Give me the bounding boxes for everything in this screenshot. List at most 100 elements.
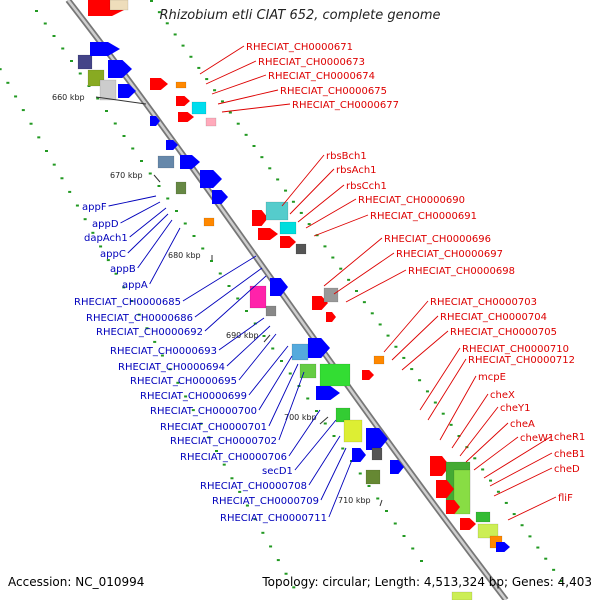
leader-line: [401, 330, 449, 371]
gene-arrow: [446, 500, 460, 514]
gene-label-forward: RHECIAT_CH0000698: [408, 266, 515, 277]
gene-label-forward: RHECIAT_CH0000673: [258, 57, 365, 68]
gc-dots: [0, 0, 563, 589]
gc-dot: [418, 379, 422, 382]
gc-dot: [261, 531, 265, 534]
gc-dot: [496, 490, 500, 493]
gene-features: [77, 0, 510, 600]
gene-label-forward: mcpE: [478, 372, 506, 383]
gc-dot: [504, 501, 508, 504]
gc-dot: [91, 231, 95, 234]
gene-label-forward: cheB1: [554, 449, 585, 460]
gc-dot: [367, 485, 371, 487]
gc-dot: [323, 422, 327, 425]
gc-dot: [269, 545, 273, 548]
gene-block: [475, 511, 491, 523]
gc-dot: [402, 535, 406, 537]
gc-dot: [238, 490, 242, 493]
leader-line: [218, 317, 265, 351]
gc-dot: [191, 409, 195, 412]
gc-dot: [299, 211, 303, 214]
gc-dot: [197, 66, 201, 69]
gene-arrow: [496, 542, 510, 552]
gene-arrow: [326, 312, 336, 322]
gene-arrow: [108, 60, 132, 78]
gene-block: [343, 419, 363, 443]
gc-dot: [157, 185, 161, 187]
gene-labels: RHECIAT_CH0000671RHECIAT_CH0000673RHECIA…: [74, 42, 585, 524]
gc-dot: [205, 78, 209, 81]
gene-block: [109, 0, 129, 11]
gene-label-forward: RHECIAT_CH0000691: [370, 211, 477, 222]
leader-line: [427, 358, 467, 421]
gc-dot: [386, 334, 390, 337]
gc-dot: [78, 72, 82, 75]
gene-block: [157, 155, 175, 169]
gene-arrow: [308, 338, 330, 358]
gene-label-forward: cheY1: [500, 403, 530, 414]
gc-dot: [37, 136, 41, 139]
gene-label-forward: RHECIAT_CH0000703: [430, 297, 537, 308]
gc-dot: [457, 435, 461, 437]
gc-dot: [145, 327, 149, 330]
gene-label-reverse: appB: [110, 264, 136, 275]
gc-dot: [449, 423, 453, 426]
leader-line: [473, 436, 519, 471]
gene-block: [279, 221, 297, 235]
tick-label: 660 kbp: [52, 93, 85, 102]
gc-dot: [131, 147, 135, 150]
gene-label-forward: RHECIAT_CH0000671: [246, 42, 353, 53]
gc-dot: [60, 177, 64, 180]
leader-line: [305, 198, 357, 229]
leader-line: [199, 45, 245, 75]
gene-label-forward: cheR1: [554, 432, 585, 443]
leader-line: [439, 375, 477, 441]
leader-line: [278, 371, 305, 441]
gc-dot: [402, 356, 406, 359]
gene-label-forward: RHECIAT_CH0000696: [384, 234, 491, 245]
gene-arrow: [176, 96, 190, 106]
gc-dot: [536, 546, 540, 549]
gene-label-reverse: RHECIAT_CH0000686: [86, 313, 193, 324]
leader-line: [313, 214, 369, 237]
leader-line: [194, 267, 263, 318]
leader-line: [211, 74, 267, 95]
tick-label: 710 kbp: [338, 496, 371, 505]
gene-label-forward: RHECIAT_CH0000712: [468, 355, 575, 366]
gene-label-forward: RHECIAT_CH0000705: [450, 327, 557, 338]
gene-label-reverse: RHECIAT_CH0000706: [180, 452, 287, 463]
gc-dot: [284, 572, 288, 575]
gc-dot: [0, 68, 2, 71]
gc-dot: [253, 322, 257, 325]
gc-dot: [552, 568, 556, 571]
gene-label-reverse: RHECIAT_CH0000695: [130, 376, 237, 387]
gene-block: [175, 181, 187, 195]
gene-arrow: [258, 228, 278, 240]
gc-dot: [189, 55, 193, 58]
gene-arrow: [316, 386, 340, 400]
gc-dot: [210, 260, 213, 262]
gc-dot: [165, 22, 169, 25]
gc-dot: [245, 504, 249, 507]
leader-line: [258, 355, 293, 411]
leader-line: [294, 419, 337, 471]
tick-label: 700 kbp: [284, 413, 317, 422]
gc-dot: [215, 450, 218, 452]
gc-dot: [228, 111, 232, 114]
gc-dot: [323, 245, 327, 248]
gc-dot: [331, 256, 335, 259]
gene-arrow: [180, 155, 200, 169]
gc-dot: [96, 97, 100, 100]
gc-dot: [168, 368, 172, 371]
gc-dot: [140, 160, 143, 162]
genome-summary: Topology: circular; Length: 4,513,324 bp…: [262, 575, 592, 589]
leader-line: [297, 184, 345, 223]
gc-dot: [114, 272, 118, 275]
tick-label: 690 kbp: [226, 331, 259, 340]
gene-label-forward: RHECIAT_CH0000697: [396, 249, 503, 260]
gc-dot: [358, 472, 362, 475]
gene-block: [319, 363, 351, 387]
leader-line: [205, 60, 257, 85]
gc-dot: [489, 479, 493, 482]
